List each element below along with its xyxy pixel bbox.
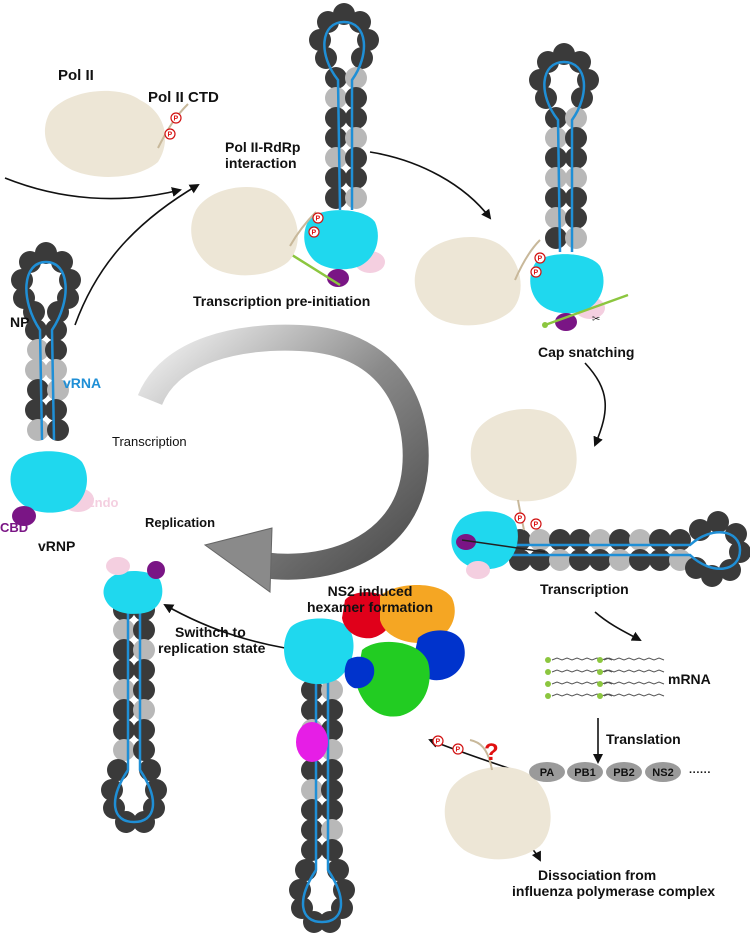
arrow-to-transcription bbox=[584, 362, 606, 447]
question-mark: ? bbox=[484, 739, 499, 766]
vrnp-transcription bbox=[451, 511, 750, 587]
label-switch-line2: replication state bbox=[158, 640, 266, 656]
protein-label-pb1: PB1 bbox=[574, 767, 595, 779]
np-loop-left bbox=[11, 242, 81, 323]
svg-text:P: P bbox=[534, 270, 539, 277]
labels: Pol II Pol II CTD Pol II-RdRp interactio… bbox=[0, 67, 715, 899]
label-pol-ii-ctd: Pol II CTD bbox=[148, 89, 219, 106]
svg-text:✂: ✂ bbox=[592, 314, 600, 325]
svg-text:P: P bbox=[456, 747, 461, 754]
translated-proteins: PA PB1 PB2 NS2 ······ bbox=[529, 762, 711, 782]
label-transcription-right: Transcription bbox=[540, 581, 629, 597]
mrna-group-right bbox=[597, 657, 665, 699]
protein-pill-pb2 bbox=[606, 762, 642, 782]
label-dissoc-line2: influenza polymerase complex bbox=[512, 883, 715, 899]
label-cap-snatching: Cap snatching bbox=[538, 344, 634, 360]
svg-text:P: P bbox=[168, 132, 173, 139]
arrow-to-hexamer bbox=[428, 738, 521, 773]
pol-ii-cap-snatching bbox=[414, 236, 521, 326]
vrnp-preinitiation bbox=[267, 3, 385, 287]
label-ns2-line1: NS2 induced bbox=[328, 583, 413, 599]
label-np: NP bbox=[10, 314, 29, 330]
vrnp-left bbox=[10, 242, 94, 526]
svg-text:P: P bbox=[174, 116, 179, 123]
label-vrnp: vRNP bbox=[38, 538, 75, 554]
protein-label-more: ······ bbox=[689, 767, 711, 779]
label-switch-line1: Swithch to bbox=[175, 624, 246, 640]
pol-ii-dissociated bbox=[444, 766, 551, 860]
protein-label-pa: PA bbox=[540, 767, 555, 779]
mrna-strands bbox=[545, 657, 665, 699]
arrow-to-cap-snatching bbox=[369, 151, 492, 220]
protein-label-ns2: NS2 bbox=[652, 767, 673, 779]
pol-ii-complexes bbox=[44, 90, 577, 860]
label-replication-cycle: Replication bbox=[145, 515, 215, 530]
label-mrna: mRNA bbox=[668, 671, 711, 687]
label-pol-rdrp-line2: interaction bbox=[225, 155, 297, 171]
arrow-polii-to-interaction bbox=[4, 177, 182, 200]
polymerase-left bbox=[10, 451, 87, 513]
transcription-replication-cycle-arrow bbox=[137, 324, 429, 593]
vrnp-hexamer bbox=[284, 585, 465, 933]
svg-text:P: P bbox=[316, 216, 321, 223]
label-dissoc-line1: Dissociation from bbox=[538, 867, 656, 883]
pol-ii-ctd-tail bbox=[157, 103, 189, 149]
label-pol-ii: Pol II bbox=[58, 67, 94, 84]
svg-text:P: P bbox=[518, 516, 523, 523]
mrna-group-left bbox=[545, 657, 613, 699]
label-translation: Translation bbox=[606, 731, 681, 747]
svg-text:P: P bbox=[538, 256, 543, 263]
arrow-vrnp-to-interaction bbox=[74, 183, 200, 326]
pol-ii-transcription bbox=[470, 408, 577, 502]
protein-pill-ns2 bbox=[645, 762, 681, 782]
vrnp-replication bbox=[101, 557, 167, 833]
svg-text:P: P bbox=[312, 230, 317, 237]
label-pre-initiation: Transcription pre-initiation bbox=[193, 293, 370, 309]
label-endo: Endo bbox=[86, 495, 119, 510]
protein-label-pb2: PB2 bbox=[613, 767, 634, 779]
protein-pill-pa bbox=[529, 762, 565, 782]
cbd-domain-left bbox=[12, 506, 36, 526]
label-pol-rdrp-line1: Pol II-RdRp bbox=[225, 139, 300, 155]
label-transcription-cycle: Transcription bbox=[112, 434, 187, 449]
svg-text:P: P bbox=[436, 739, 441, 746]
protein-pill-pb1 bbox=[567, 762, 603, 782]
label-ns2-line2: hexamer formation bbox=[307, 599, 433, 615]
vrnp-cap-snatching: ✂ bbox=[529, 43, 629, 331]
label-vrna: vRNA bbox=[63, 375, 101, 391]
arrow-to-mrna bbox=[594, 611, 642, 641]
phospho-marks: P P P P P P P P P P bbox=[164, 112, 546, 755]
label-cbd: CBD bbox=[0, 520, 28, 535]
pol-ii-free-top bbox=[44, 90, 166, 177]
pol-ii-interaction bbox=[191, 186, 298, 276]
svg-text:P: P bbox=[534, 522, 539, 529]
vrna-strand-left bbox=[25, 260, 67, 441]
arrow-to-replication-vrnp bbox=[163, 604, 286, 649]
